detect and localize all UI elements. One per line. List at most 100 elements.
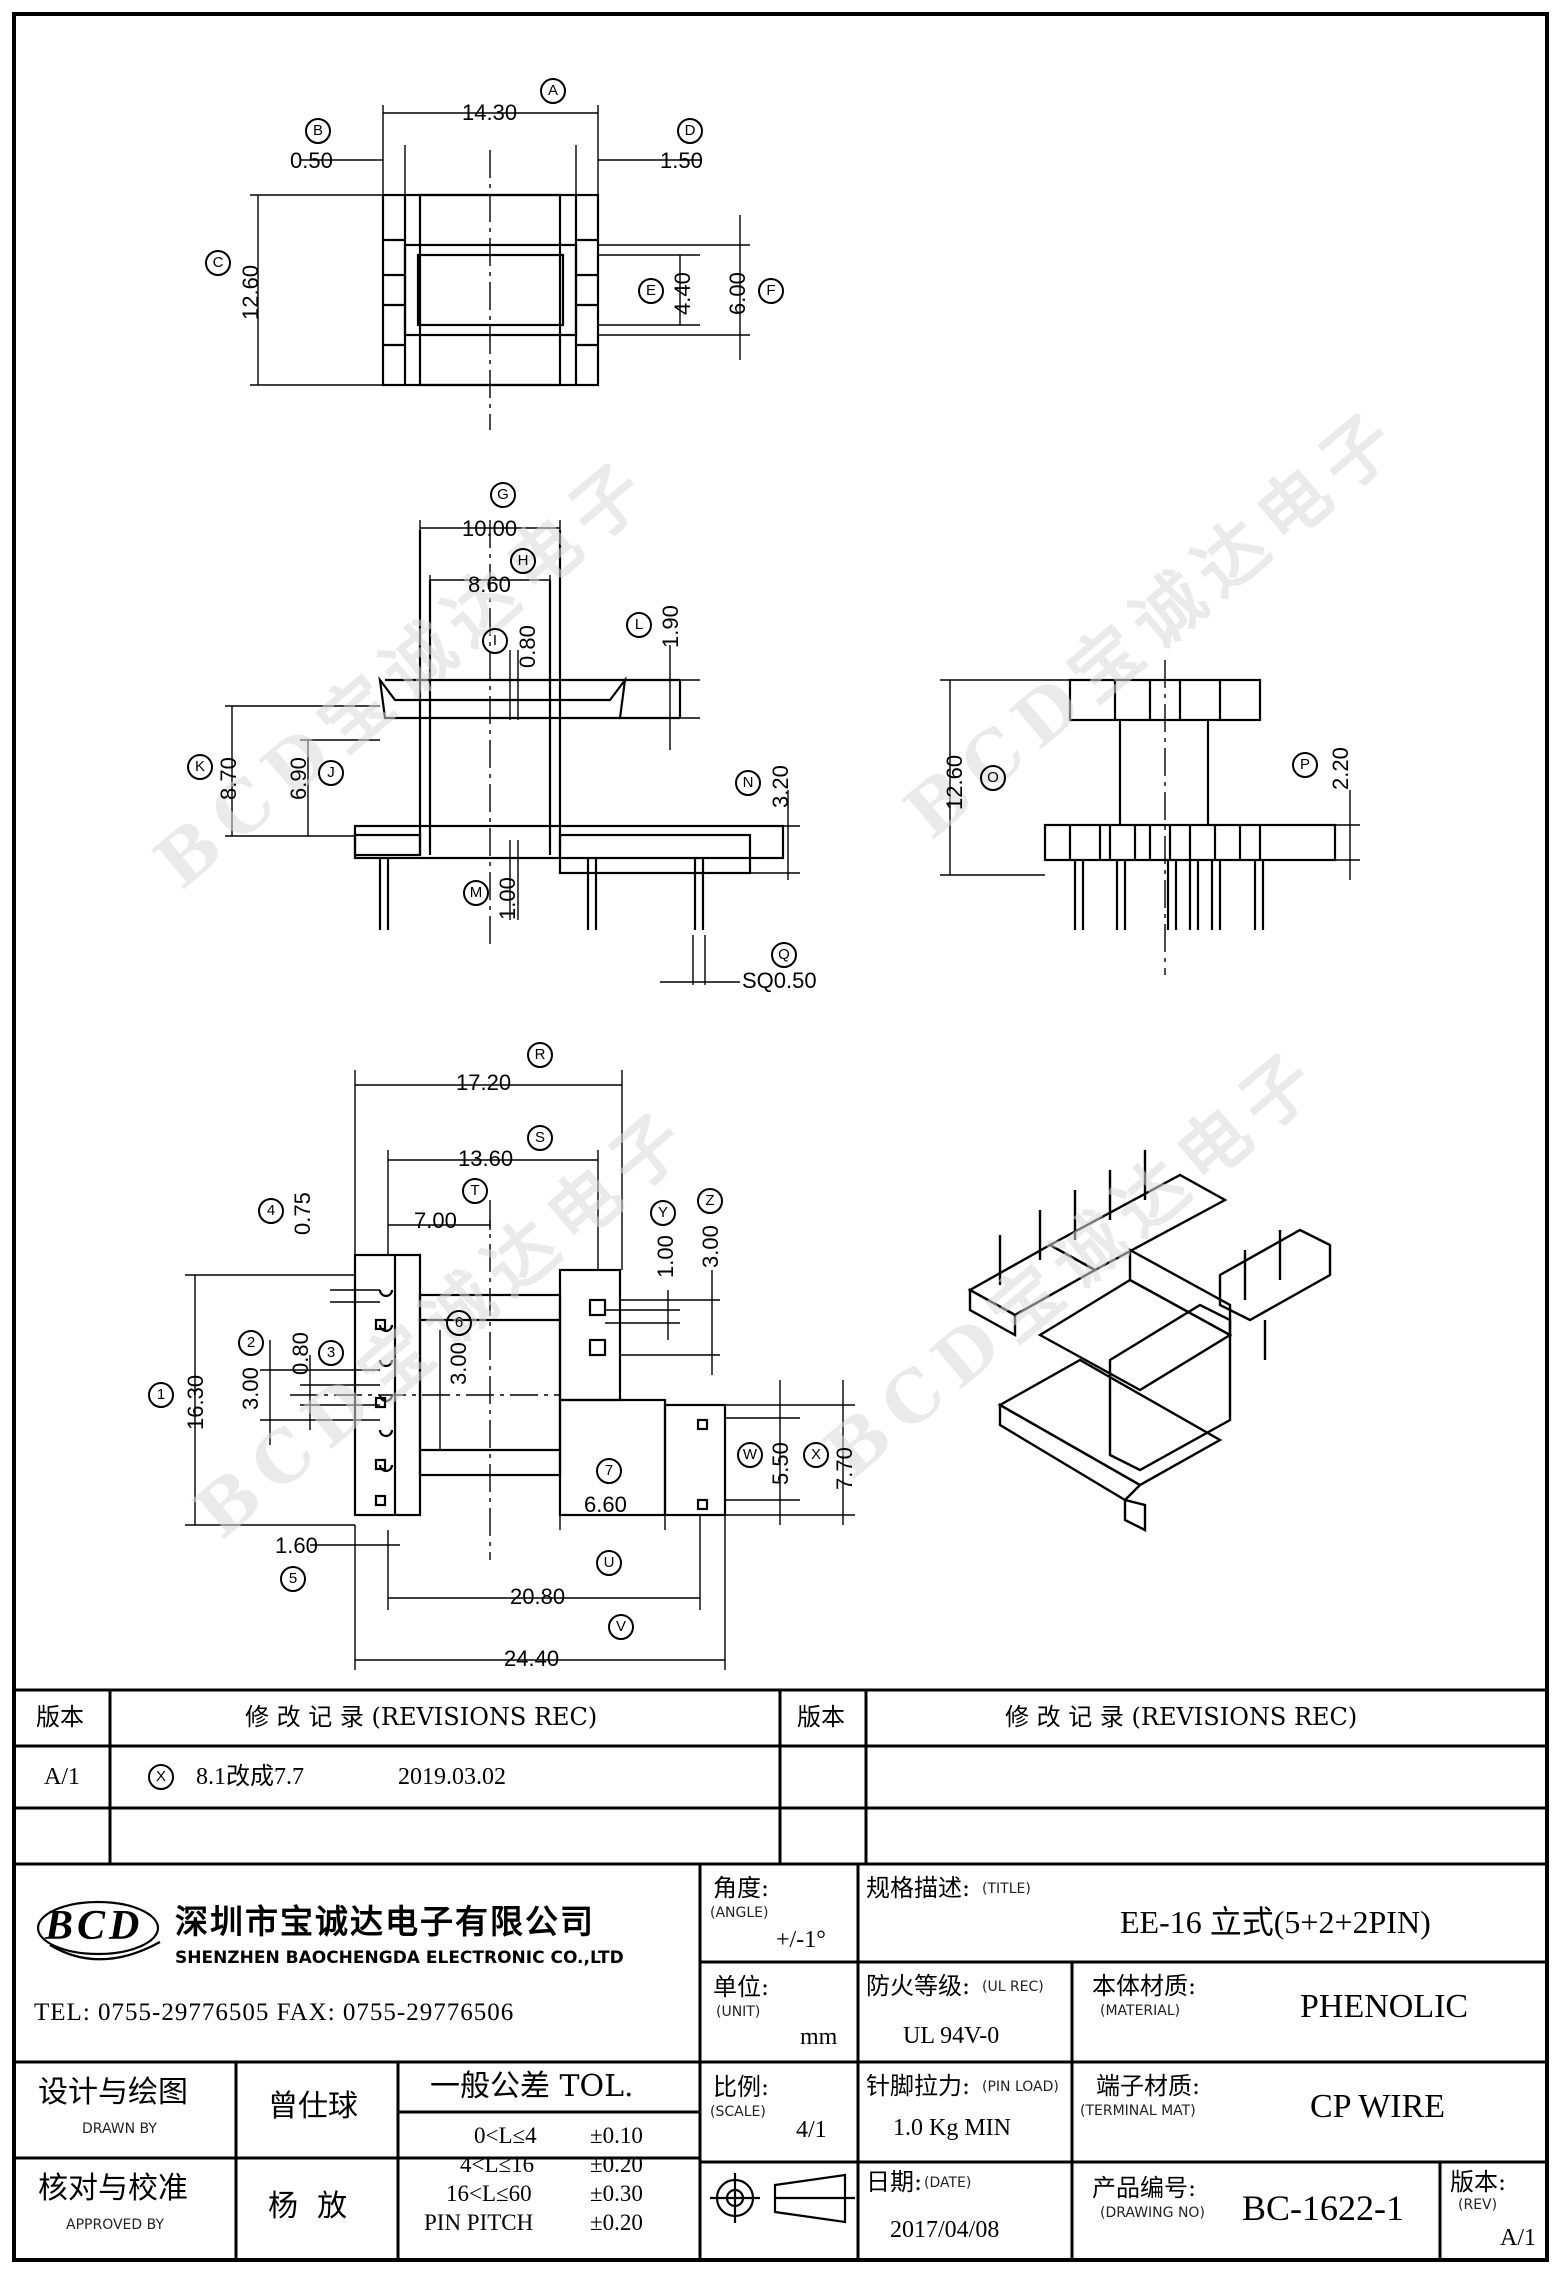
tolerance-title: 一般公差 TOL. <box>430 2069 634 2104</box>
material-value: PHENOLIC <box>1300 1988 1469 2025</box>
isometric-view <box>967 1150 1332 1532</box>
scale-label-en: (SCALE) <box>710 2104 766 2120</box>
dim-X-value: 7.70 <box>832 1447 857 1490</box>
dim-5-marker: 5 <box>280 1566 306 1592</box>
dim-L-marker: L <box>626 612 652 638</box>
rev-label-en: (REV) <box>1458 2197 1498 2213</box>
dim-C-marker: C <box>205 250 231 276</box>
tolerance-range-2: 16<L≤60 <box>446 2181 532 2206</box>
dim-O-value: 12.60 <box>942 754 967 810</box>
dim-5-value: 1.60 <box>275 1533 318 1558</box>
ul-label: 防火等级: <box>866 1972 971 2000</box>
dim-N-marker: N <box>735 770 761 796</box>
dim-W-marker: W <box>737 1442 763 1468</box>
tolerance-value-3: ±0.20 <box>590 2210 643 2235</box>
company-name-en: SHENZHEN BAOCHENGDA ELECTRONIC CO.,LTD <box>175 1948 624 1968</box>
dim-Z-marker: Z <box>697 1188 723 1214</box>
dim-4-marker: 4 <box>258 1198 284 1224</box>
rev-value: A/1 <box>1500 2225 1536 2251</box>
dim-T-marker: T <box>462 1178 488 1204</box>
dim-T-value: 7.00 <box>414 1208 457 1233</box>
dim-F-value: 6.00 <box>725 272 750 315</box>
scale-value: 4/1 <box>796 2117 827 2143</box>
dim-N-value: 3.20 <box>768 765 793 808</box>
drawing-no-value: BC-1622-1 <box>1242 2188 1404 2228</box>
dim-I-marker: I <box>482 628 508 654</box>
material-label: 本体材质: <box>1092 1972 1197 2000</box>
dim-2-marker: 2 <box>238 1330 264 1356</box>
dim-G-value: 10.00 <box>462 516 518 541</box>
unit-value: mm <box>800 2024 838 2050</box>
terminal-value: CP WIRE <box>1310 2088 1446 2125</box>
dim-D-marker: D <box>677 118 703 144</box>
bottom-view-dims <box>185 1070 855 1670</box>
tolerance-range-0: 0<L≤4 <box>474 2123 537 2148</box>
dim-X-marker: X <box>803 1442 829 1468</box>
dim-R-value: 17.20 <box>456 1070 512 1095</box>
dim-H-value: 8.60 <box>468 572 511 597</box>
dim-7-value: 6.60 <box>584 1492 627 1517</box>
dim-2-value: 3.00 <box>238 1367 263 1410</box>
date-label: 日期: <box>866 2168 923 2196</box>
date-value: 2017/04/08 <box>890 2217 1000 2243</box>
approved-by: 杨 放 <box>268 2189 348 2224</box>
ul-label-en: (UL REC) <box>982 1979 1044 1995</box>
dim-S-value: 13.60 <box>458 1146 514 1171</box>
drawing-no-label-en: (DRAWING NO) <box>1100 2205 1205 2221</box>
dim-E-marker: E <box>638 278 664 304</box>
dim-V-value: 24.40 <box>504 1646 560 1671</box>
drawn-label-en: DRAWN BY <box>82 2121 157 2137</box>
dim-W-value: 5.50 <box>768 1442 793 1485</box>
top-view-dims <box>250 105 750 386</box>
scale-label: 比例: <box>713 2073 770 2101</box>
dim-6-marker: 6 <box>446 1310 472 1336</box>
dim-Z-value: 3.00 <box>698 1225 723 1268</box>
rev-label: 版本: <box>1450 2168 1507 2196</box>
date-label-en: (DATE) <box>924 2175 972 2191</box>
dim-A-marker: A <box>540 78 566 104</box>
angle-label-en: (ANGLE) <box>710 1905 769 1921</box>
rev-row-version: A/1 <box>44 1764 80 1790</box>
approved-label-en: APPROVED BY <box>66 2217 165 2233</box>
dim-P-marker: P <box>1292 752 1318 778</box>
front-view-dims <box>225 520 800 985</box>
rev-col-version-2: 版本 <box>797 1703 845 1731</box>
dim-Q-value: SQ0.50 <box>742 968 817 993</box>
dim-J-value: 6.90 <box>286 757 311 800</box>
rev-col-version: 版本 <box>36 1703 84 1731</box>
dim-R-marker: R <box>527 1042 553 1068</box>
drawing-no-label: 产品编号: <box>1092 2174 1197 2202</box>
dim-V-marker: V <box>608 1614 634 1640</box>
title-value: EE-16 立式(5+2+2PIN) <box>1120 1904 1431 1940</box>
dim-M-value: 1.00 <box>495 877 520 920</box>
pin-load-value: 1.0 Kg MIN <box>893 2115 1011 2141</box>
dim-1-value: 16.30 <box>183 1374 208 1430</box>
company-tel-fax: TEL: 0755-29776505 FAX: 0755-29776506 <box>34 1999 515 2026</box>
angle-value: +/-1° <box>776 1927 826 1953</box>
rev-col-record: 修 改 记 录 (REVISIONS REC) <box>245 1703 598 1731</box>
dim-A-value: 14.30 <box>462 100 518 125</box>
dim-Y-value: 1.00 <box>653 1235 678 1278</box>
rev-row-note: 8.1改成7.7 <box>196 1764 304 1790</box>
dim-E-value: 4.40 <box>670 272 695 315</box>
dim-U-marker: U <box>596 1550 622 1576</box>
title-label-en: (TITLE) <box>982 1881 1031 1897</box>
dim-J-marker: J <box>318 760 344 786</box>
dim-D-value: 1.50 <box>660 148 703 173</box>
dim-G-marker: G <box>490 482 516 508</box>
unit-label-en: (UNIT) <box>716 2004 761 2020</box>
terminal-label: 端子材质: <box>1096 2072 1201 2100</box>
tolerance-value-2: ±0.30 <box>590 2181 643 2206</box>
drawn-label: 设计与绘图 <box>38 2075 188 2110</box>
dim-K-value: 8.70 <box>216 757 241 800</box>
unit-label: 单位: <box>713 1973 770 2001</box>
dim-6-value: 3.00 <box>446 1342 471 1385</box>
dim-S-marker: S <box>527 1125 553 1151</box>
dim-L-value: 1.90 <box>658 605 683 648</box>
rev-row-mark: X <box>148 1764 174 1790</box>
material-label-en: (MATERIAL) <box>1100 2003 1181 2019</box>
dim-U-value: 20.80 <box>510 1584 566 1609</box>
dim-B-value: 0.50 <box>290 148 333 173</box>
outer-border <box>12 12 1549 2262</box>
